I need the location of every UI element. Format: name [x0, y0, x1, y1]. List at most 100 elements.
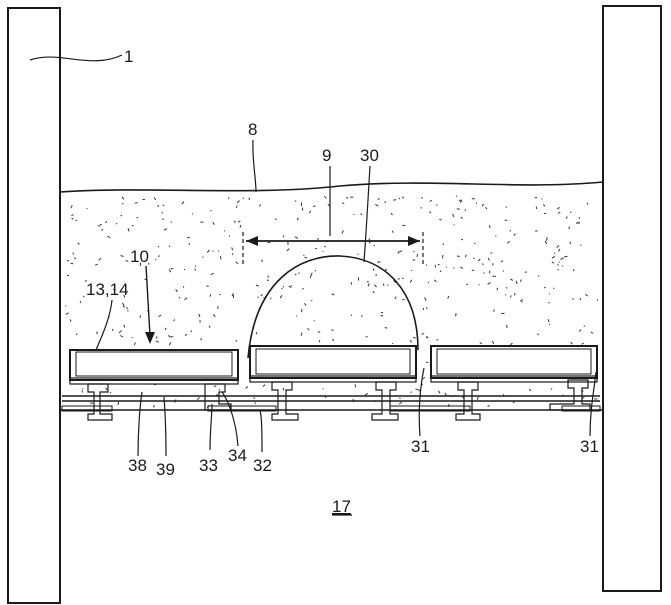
- clamp-6: [549, 379, 591, 411]
- speckle: [374, 284, 377, 288]
- speckle: [490, 252, 493, 254]
- speckle: [479, 341, 483, 345]
- speckle: [120, 214, 123, 217]
- speckle: [422, 307, 425, 311]
- speckle: [341, 202, 345, 205]
- speckle: [170, 335, 174, 338]
- speckle: [188, 242, 191, 245]
- speckle: [223, 230, 226, 232]
- speckle: [460, 266, 464, 270]
- speckle: [512, 401, 515, 404]
- speckle: [155, 340, 159, 343]
- speckle: [158, 255, 160, 258]
- width-arrow: [242, 232, 424, 265]
- speckle: [437, 390, 441, 394]
- speckle: [572, 298, 575, 300]
- speckle: [100, 229, 104, 231]
- speckle: [506, 324, 508, 328]
- speckle: [456, 208, 460, 210]
- speckle: [253, 397, 256, 399]
- speckle: [322, 388, 324, 390]
- speckle: [456, 255, 460, 258]
- speckle: [485, 206, 488, 210]
- speckle: [121, 302, 125, 307]
- speckle: [306, 327, 310, 331]
- speckle: [120, 335, 124, 338]
- speckle: [261, 259, 263, 262]
- speckle: [294, 273, 297, 276]
- right-wall: [602, 5, 662, 592]
- speckle: [510, 278, 514, 281]
- speckle: [481, 203, 485, 207]
- speckle: [301, 207, 304, 211]
- label-width-arrow: 9: [322, 146, 331, 165]
- label-tray-arrow: 10: [130, 247, 149, 266]
- speckle: [364, 392, 369, 396]
- speckle: [402, 224, 406, 227]
- speckle: [377, 261, 381, 263]
- speckle: [548, 323, 551, 326]
- speckle: [487, 282, 491, 285]
- speckle: [471, 269, 475, 272]
- speckle: [429, 199, 433, 203]
- speckle: [213, 313, 216, 318]
- speckle: [164, 327, 167, 331]
- speckle: [70, 262, 74, 265]
- speckle: [69, 319, 72, 322]
- speckle: [551, 255, 556, 259]
- speckle: [82, 388, 84, 390]
- speckle: [393, 280, 397, 284]
- speckle: [182, 286, 185, 288]
- speckle: [372, 290, 375, 294]
- speckle: [327, 203, 330, 207]
- speckle: [75, 333, 78, 336]
- speckle: [202, 256, 204, 258]
- speckle: [309, 210, 312, 214]
- speckle: [158, 314, 162, 318]
- speckle: [314, 269, 317, 272]
- speckle: [262, 384, 266, 387]
- speckle: [360, 213, 363, 216]
- speckle: [425, 361, 429, 364]
- speckle: [186, 236, 190, 239]
- speckle: [66, 274, 70, 277]
- speckle: [496, 287, 499, 291]
- speckle: [558, 261, 560, 263]
- speckle: [346, 196, 349, 200]
- speckle: [168, 269, 172, 273]
- speckle: [520, 279, 522, 282]
- speckle: [425, 264, 428, 267]
- leader-lines: [29, 54, 597, 457]
- speckle: [564, 255, 568, 258]
- speckle: [70, 205, 73, 209]
- label-dome: 30: [360, 146, 379, 165]
- speckle: [476, 396, 479, 401]
- bulk-speckles: [65, 195, 598, 408]
- speckle: [157, 204, 160, 207]
- speckle: [398, 250, 403, 253]
- speckle: [506, 240, 511, 244]
- label-support: 39: [156, 460, 175, 479]
- speckle: [286, 248, 290, 252]
- speckle: [127, 228, 130, 232]
- speckle: [118, 330, 122, 334]
- speckle: [546, 237, 548, 241]
- speckle: [418, 388, 420, 392]
- speckle: [231, 292, 234, 297]
- speckle: [578, 329, 582, 332]
- speckle: [86, 207, 88, 210]
- clamp-1: [87, 383, 113, 421]
- speckle: [424, 297, 427, 301]
- speckle: [133, 342, 136, 346]
- speckle: [74, 257, 77, 260]
- tray-center: [249, 345, 417, 383]
- speckle: [487, 404, 490, 407]
- clamp-5: [455, 381, 481, 421]
- speckle: [218, 388, 221, 391]
- speckle: [237, 220, 241, 223]
- speckle: [399, 397, 401, 400]
- speckle: [421, 332, 425, 335]
- speckle: [105, 221, 108, 224]
- speckle: [239, 224, 242, 228]
- speckle: [535, 230, 538, 232]
